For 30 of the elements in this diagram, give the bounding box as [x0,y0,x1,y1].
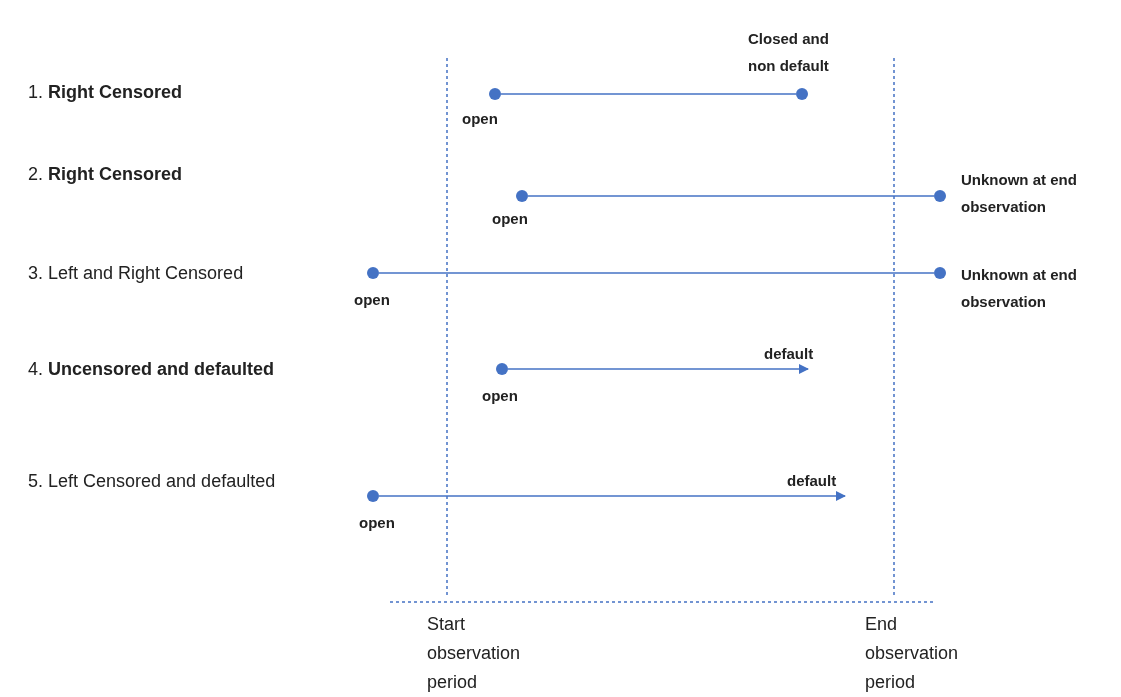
arrow [378,491,846,501]
timeline-line [378,272,935,274]
dot-marker [496,363,508,375]
dot-marker [367,490,379,502]
point-label: Unknown at end observation [961,170,1078,217]
point-label: default [787,467,837,496]
row-label: 3. Left and Right Censored [28,263,244,284]
row-label: 5. Left Censored and defaulted [28,471,276,492]
point-label: open [354,290,391,310]
point-label: open [359,513,396,533]
point-label: open [482,386,519,406]
dot-marker [367,267,379,279]
timeline-line [527,195,935,197]
point-label: open [492,209,529,229]
dot-marker [934,267,946,279]
dot-marker [934,190,946,202]
point-label: default [764,340,814,369]
point-label: Closed and non default [748,29,830,76]
axis-label: Start observation period [427,613,522,694]
dot-marker [516,190,528,202]
dot-marker [796,88,808,100]
row-label: 1. Right Censored [28,82,183,103]
timeline-line [500,93,797,95]
dot-marker [489,88,501,100]
row-label: 4. Uncensored and defaulted [28,359,275,380]
point-label: open [462,109,499,129]
arrow [507,364,809,374]
axis-label: End observation period [865,613,960,694]
row-label: 2. Right Censored [28,164,183,185]
point-label: Unknown at end observation [961,265,1078,312]
